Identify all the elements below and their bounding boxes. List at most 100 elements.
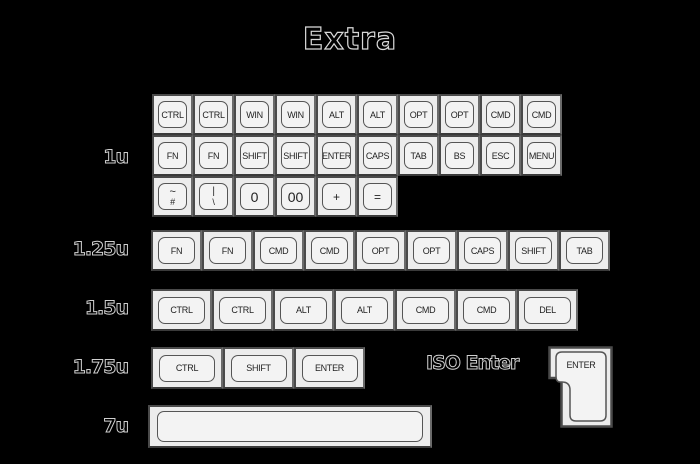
key-legend: CMD (311, 237, 348, 264)
keycap-tab[interactable]: TAB (398, 135, 439, 176)
keycap-equals[interactable]: = (357, 176, 398, 217)
keyrow-1-25u: FN FN CMD CMD OPT OPT CAPS SHIFT TAB (151, 230, 610, 271)
keycap-alt[interactable]: ALT (273, 289, 334, 331)
legend-bottom: \ (212, 196, 215, 207)
keycap-shift[interactable]: SHIFT (223, 347, 294, 389)
key-legend: SHIFT (281, 142, 310, 169)
keycap-cmd[interactable]: CMD (480, 94, 521, 135)
legend-bottom: # (170, 196, 175, 207)
keycap-cmd[interactable]: CMD (521, 94, 562, 135)
key-legend: CMD (402, 296, 449, 324)
keycap-fn[interactable]: FN (152, 135, 193, 176)
keycap-ctrl[interactable]: CTRL (152, 94, 193, 135)
keycap-opt[interactable]: OPT (406, 230, 457, 271)
key-legend: FN (158, 142, 187, 169)
keycap-opt[interactable]: OPT (439, 94, 480, 135)
key-legend: ALT (322, 101, 351, 128)
keycap-cmd[interactable]: CMD (395, 289, 456, 331)
key-legend: 0 (240, 183, 269, 210)
row-label-1-75u: 1.75u (72, 356, 129, 379)
key-legend: OPT (413, 237, 450, 264)
key-legend: SHIFT (240, 142, 269, 169)
keycap-fn[interactable]: FN (193, 135, 234, 176)
key-legend: ENTER (301, 354, 358, 382)
key-legend: ALT (280, 296, 327, 324)
keyrow-1-75u: CTRL SHIFT ENTER (151, 347, 365, 389)
key-legend: ENTER (322, 142, 351, 169)
key-legend: ALT (363, 101, 392, 128)
key-legend: ALT (341, 296, 388, 324)
keycap-esc[interactable]: ESC (480, 135, 521, 176)
keycap-alt[interactable]: ALT (357, 94, 398, 135)
key-legend: OPT (362, 237, 399, 264)
row-label-1-25u: 1.25u (72, 238, 129, 261)
key-legend: OPT (404, 101, 433, 128)
keycap-caps[interactable]: CAPS (357, 135, 398, 176)
key-legend: 00 (281, 183, 310, 210)
keycap-bs[interactable]: BS (439, 135, 480, 176)
keycap-fn[interactable]: FN (202, 230, 253, 271)
key-legend: WIN (281, 101, 310, 128)
keycap-enter[interactable]: ENTER (316, 135, 357, 176)
keycap-ctrl[interactable]: CTRL (151, 347, 223, 389)
keycap-ctrl[interactable]: CTRL (193, 94, 234, 135)
keyrow-1u-line2: FN FN SHIFT SHIFT ENTER CAPS TAB BS ESC … (152, 135, 562, 176)
key-legend: CMD (486, 101, 515, 128)
key-legend: CMD (463, 296, 510, 324)
row-label-7u: 7u (103, 415, 130, 438)
keycap-opt[interactable]: OPT (398, 94, 439, 135)
keycap-fn[interactable]: FN (151, 230, 202, 271)
keycap-win[interactable]: WIN (275, 94, 316, 135)
legend-top: ~ (169, 185, 176, 198)
key-legend: WIN (240, 101, 269, 128)
keycap-cmd[interactable]: CMD (304, 230, 355, 271)
key-legend: MENU (527, 142, 556, 169)
keycap-win[interactable]: WIN (234, 94, 275, 135)
key-legend: ENTER (566, 360, 596, 370)
key-legend (157, 411, 423, 442)
keycap-pipe-backslash[interactable]: |\ (193, 176, 234, 217)
key-legend: FN (209, 237, 246, 264)
keycap-opt[interactable]: OPT (355, 230, 406, 271)
key-legend: TAB (404, 142, 433, 169)
key-legend: SHIFT (515, 237, 552, 264)
keycap-tab[interactable]: TAB (559, 230, 610, 271)
row-label-1u: 1u (103, 146, 130, 169)
key-legend: CMD (260, 237, 297, 264)
key-legend: FN (158, 237, 195, 264)
keycap-spacebar[interactable] (148, 405, 432, 448)
keycap-iso-enter[interactable]: ENTER (548, 346, 613, 428)
key-legend: CTRL (158, 101, 187, 128)
keycap-del[interactable]: DEL (517, 289, 578, 331)
keycap-shift[interactable]: SHIFT (508, 230, 559, 271)
keycap-cmd[interactable]: CMD (253, 230, 304, 271)
key-legend: FN (199, 142, 228, 169)
keycap-menu[interactable]: MENU (521, 135, 562, 176)
keycap-double-zero[interactable]: 00 (275, 176, 316, 217)
keycap-alt[interactable]: ALT (334, 289, 395, 331)
key-legend: CTRL (219, 296, 266, 324)
key-legend: |\ (199, 183, 228, 210)
keyrow-1-5u: CTRL CTRL ALT ALT CMD CMD DEL (151, 289, 578, 331)
keycap-tilde-hash[interactable]: ~# (152, 176, 193, 217)
keycap-alt[interactable]: ALT (316, 94, 357, 135)
key-legend: TAB (566, 237, 603, 264)
key-legend: CMD (527, 101, 556, 128)
key-legend: CAPS (363, 142, 392, 169)
keycap-shift[interactable]: SHIFT (234, 135, 275, 176)
keycap-plus[interactable]: + (316, 176, 357, 217)
keyrow-7u (148, 405, 432, 448)
keycap-caps[interactable]: CAPS (457, 230, 508, 271)
keyrow-1u-line1: CTRL CTRL WIN WIN ALT ALT OPT OPT CMD CM… (152, 94, 562, 135)
keycap-enter[interactable]: ENTER (294, 347, 365, 389)
keycap-ctrl[interactable]: CTRL (212, 289, 273, 331)
keycap-ctrl[interactable]: CTRL (151, 289, 212, 331)
keycap-cmd[interactable]: CMD (456, 289, 517, 331)
key-legend: BS (445, 142, 474, 169)
key-legend: = (363, 183, 392, 210)
row-label-1-5u: 1.5u (84, 297, 129, 320)
keycap-shift[interactable]: SHIFT (275, 135, 316, 176)
key-legend: CTRL (158, 296, 205, 324)
keyrow-1u-line3: ~# |\ 0 00 + = (152, 176, 398, 217)
keycap-zero[interactable]: 0 (234, 176, 275, 217)
